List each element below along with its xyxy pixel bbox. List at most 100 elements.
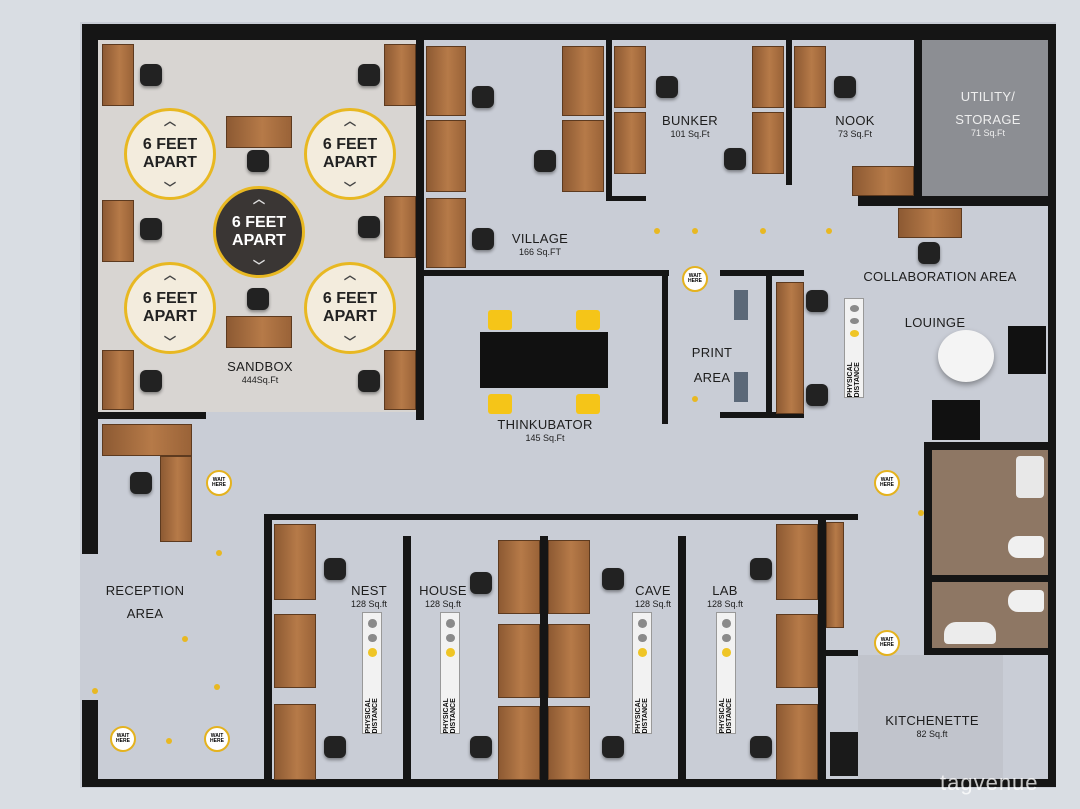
wall-utility-left xyxy=(914,40,922,200)
wall-print-top xyxy=(720,270,804,276)
wall-bath-top xyxy=(924,442,1056,450)
room-size: 128 Sq.ft xyxy=(350,598,388,609)
desk xyxy=(562,46,604,116)
nook-label: NOOK 73 Sq.Ft xyxy=(820,113,890,139)
desk xyxy=(102,44,134,106)
floor-marker xyxy=(216,550,222,556)
sandbox-label: SANDBOX 444Sq.Ft xyxy=(200,359,320,385)
wall-left xyxy=(82,24,98,554)
desk xyxy=(776,614,818,688)
conference-table xyxy=(480,332,608,388)
room-name: KITCHENETTE xyxy=(885,713,979,728)
chair xyxy=(358,64,380,86)
village-label: VILLAGE 166 Sq.FT xyxy=(490,231,590,257)
chair xyxy=(750,558,772,580)
room-size: 73 Sq.Ft xyxy=(837,128,873,139)
wall-bunker-bottom xyxy=(606,196,646,201)
desk xyxy=(384,196,416,258)
desk xyxy=(562,120,604,192)
room-size: 444Sq.Ft xyxy=(241,374,279,385)
wall-print-right xyxy=(766,276,772,416)
desk xyxy=(384,44,416,106)
sink-icon xyxy=(944,622,996,644)
floor-marker xyxy=(182,636,188,642)
floor-marker xyxy=(760,228,766,234)
desk xyxy=(426,198,466,268)
room-name: NOOK xyxy=(835,113,875,128)
room-name: NEST xyxy=(351,583,387,598)
wall-print-bottom xyxy=(720,412,804,418)
physical-distance-marker: PHYSICAL DISTANCE xyxy=(844,298,864,398)
lounge-table xyxy=(938,330,994,382)
room-name: CAVE xyxy=(635,583,671,598)
wall-lab-right xyxy=(818,520,826,786)
room-name: UTILITY/ xyxy=(960,89,1016,104)
wall-offices-top xyxy=(264,514,858,520)
wall-cave-right xyxy=(678,536,686,786)
room-size: 128 Sq.ft xyxy=(424,598,462,609)
chair xyxy=(140,370,162,392)
wall-right xyxy=(1048,24,1056,780)
wait-here-sign: WAIT HERE xyxy=(204,726,230,752)
wall-nest-right xyxy=(403,536,411,786)
wait-here-sign: WAIT HERE xyxy=(874,630,900,656)
wait-here-sign: WAIT HERE xyxy=(206,470,232,496)
lounge-chair xyxy=(932,400,980,440)
printer xyxy=(734,290,748,320)
wall-nest-left xyxy=(264,514,272,786)
room-name: THINKUBATOR xyxy=(497,417,593,432)
room-size: 128 Sq.ft xyxy=(706,598,744,609)
wall-bath-mid xyxy=(924,575,1056,582)
chair xyxy=(602,568,624,590)
desk xyxy=(776,524,818,600)
wall-collab-top xyxy=(858,196,1056,206)
bunker-label: BUNKER 101 Sq.Ft xyxy=(650,113,730,139)
chair xyxy=(724,148,746,170)
wall-village-bottom xyxy=(424,270,669,276)
wall-house-right xyxy=(540,536,548,786)
room-size: 145 Sq.Ft xyxy=(525,432,565,443)
wall-reception-left xyxy=(82,700,98,786)
desk xyxy=(852,166,914,196)
desk xyxy=(614,112,646,174)
chair xyxy=(750,736,772,758)
chair xyxy=(324,558,346,580)
desk xyxy=(384,350,416,410)
room-name: VILLAGE xyxy=(511,231,569,246)
wait-here-sign: WAIT HERE xyxy=(874,470,900,496)
wall-thinkubator-right xyxy=(662,276,668,424)
chair xyxy=(470,736,492,758)
desk xyxy=(226,316,292,348)
desk xyxy=(752,46,784,108)
floor-marker xyxy=(166,738,172,744)
chair xyxy=(488,394,512,414)
house-label: HOUSE 128 Sq.ft xyxy=(410,583,476,609)
chair xyxy=(130,472,152,494)
room-size: 71 Sq.Ft xyxy=(970,127,1006,138)
chair xyxy=(472,86,494,108)
nest-label: NEST 128 Sq.ft xyxy=(336,583,402,609)
desk xyxy=(898,208,962,238)
chair xyxy=(140,218,162,240)
wall-nook-left xyxy=(786,40,792,185)
room-name: COLLABORATION AREA xyxy=(863,269,1017,284)
thinkubator-label: THINKUBATOR 145 Sq.Ft xyxy=(490,417,600,443)
chair xyxy=(488,310,512,330)
floor-marker xyxy=(692,396,698,402)
lounge-chair xyxy=(1008,326,1046,374)
lab-label: LAB 128 Sq.ft xyxy=(692,583,758,609)
print-label: PRINT AREA xyxy=(684,345,740,386)
desk xyxy=(498,706,540,780)
floor-marker xyxy=(92,688,98,694)
floor-marker xyxy=(918,510,924,516)
chair xyxy=(602,736,624,758)
room-name: BUNKER xyxy=(662,113,718,128)
chair xyxy=(834,76,856,98)
physical-distance-marker: PHYSICAL DISTANCE xyxy=(440,612,460,734)
floor-marker xyxy=(826,228,832,234)
chair xyxy=(656,76,678,98)
desk xyxy=(274,704,316,780)
chair xyxy=(140,64,162,86)
